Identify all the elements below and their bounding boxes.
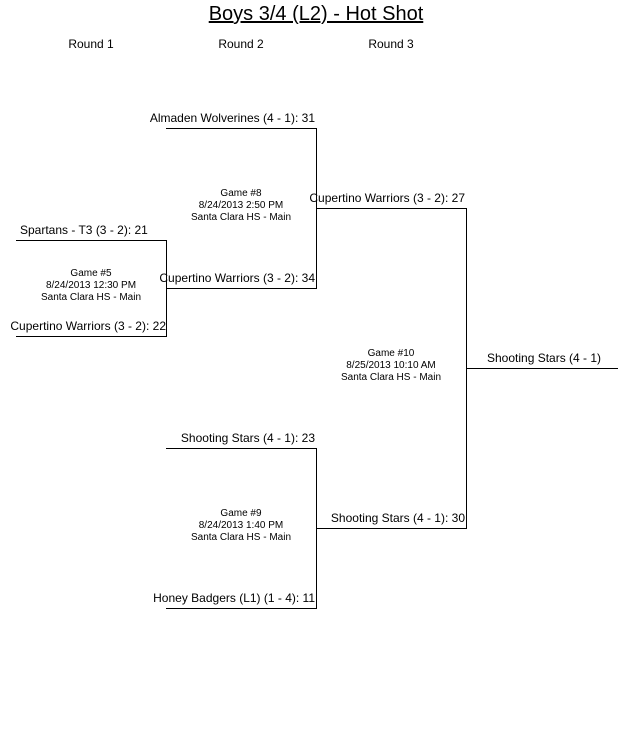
game9-venue: Santa Clara HS - Main [190,532,292,543]
game9-datetime: 8/24/2013 1:40 PM [198,520,284,531]
game10-datetime: 8/25/2013 10:10 AM [346,360,436,371]
game10-team-a: Cupertino Warriors (3 - 2): 27 [309,191,465,205]
game5-team-b: Cupertino Warriors (3 - 2): 22 [10,319,166,333]
game5-team-a: Spartans - T3 (3 - 2): 21 [20,223,148,237]
game10-team-b: Shooting Stars (4 - 1): 30 [330,511,465,525]
game8-label: Game #8 [220,188,262,199]
game8-team-b: Cupertino Warriors (3 - 2): 34 [159,271,315,285]
game8-venue: Santa Clara HS - Main [190,212,292,223]
game10-info: Game #10 8/25/2013 10:10 AM Santa Clara … [316,348,466,384]
round-3-header: Round 3 [368,37,414,51]
game5-info: Game #5 8/24/2013 12:30 PM Santa Clara H… [16,268,166,304]
game5-venue: Santa Clara HS - Main [40,292,142,303]
game10-label: Game #10 [367,348,415,359]
round-2-header: Round 2 [218,37,264,51]
game10-venue: Santa Clara HS - Main [340,372,442,383]
game5-label: Game #5 [70,268,112,279]
game8-info: Game #8 8/24/2013 2:50 PM Santa Clara HS… [166,188,316,224]
bracket-title: Boys 3/4 (L2) - Hot Shot [208,3,424,25]
game5-datetime: 8/24/2013 12:30 PM [45,280,137,291]
game9-info: Game #9 8/24/2013 1:40 PM Santa Clara HS… [166,508,316,544]
round-1-header: Round 1 [68,37,114,51]
game9-label: Game #9 [220,508,262,519]
game8-team-a: Almaden Wolverines (4 - 1): 31 [149,111,315,125]
game9-team-a: Shooting Stars (4 - 1): 23 [180,431,315,445]
game8-datetime: 8/24/2013 2:50 PM [198,200,284,211]
game9-team-b: Honey Badgers (L1) (1 - 4): 11 [153,591,315,605]
champion-team: Shooting Stars (4 - 1) [487,351,602,365]
